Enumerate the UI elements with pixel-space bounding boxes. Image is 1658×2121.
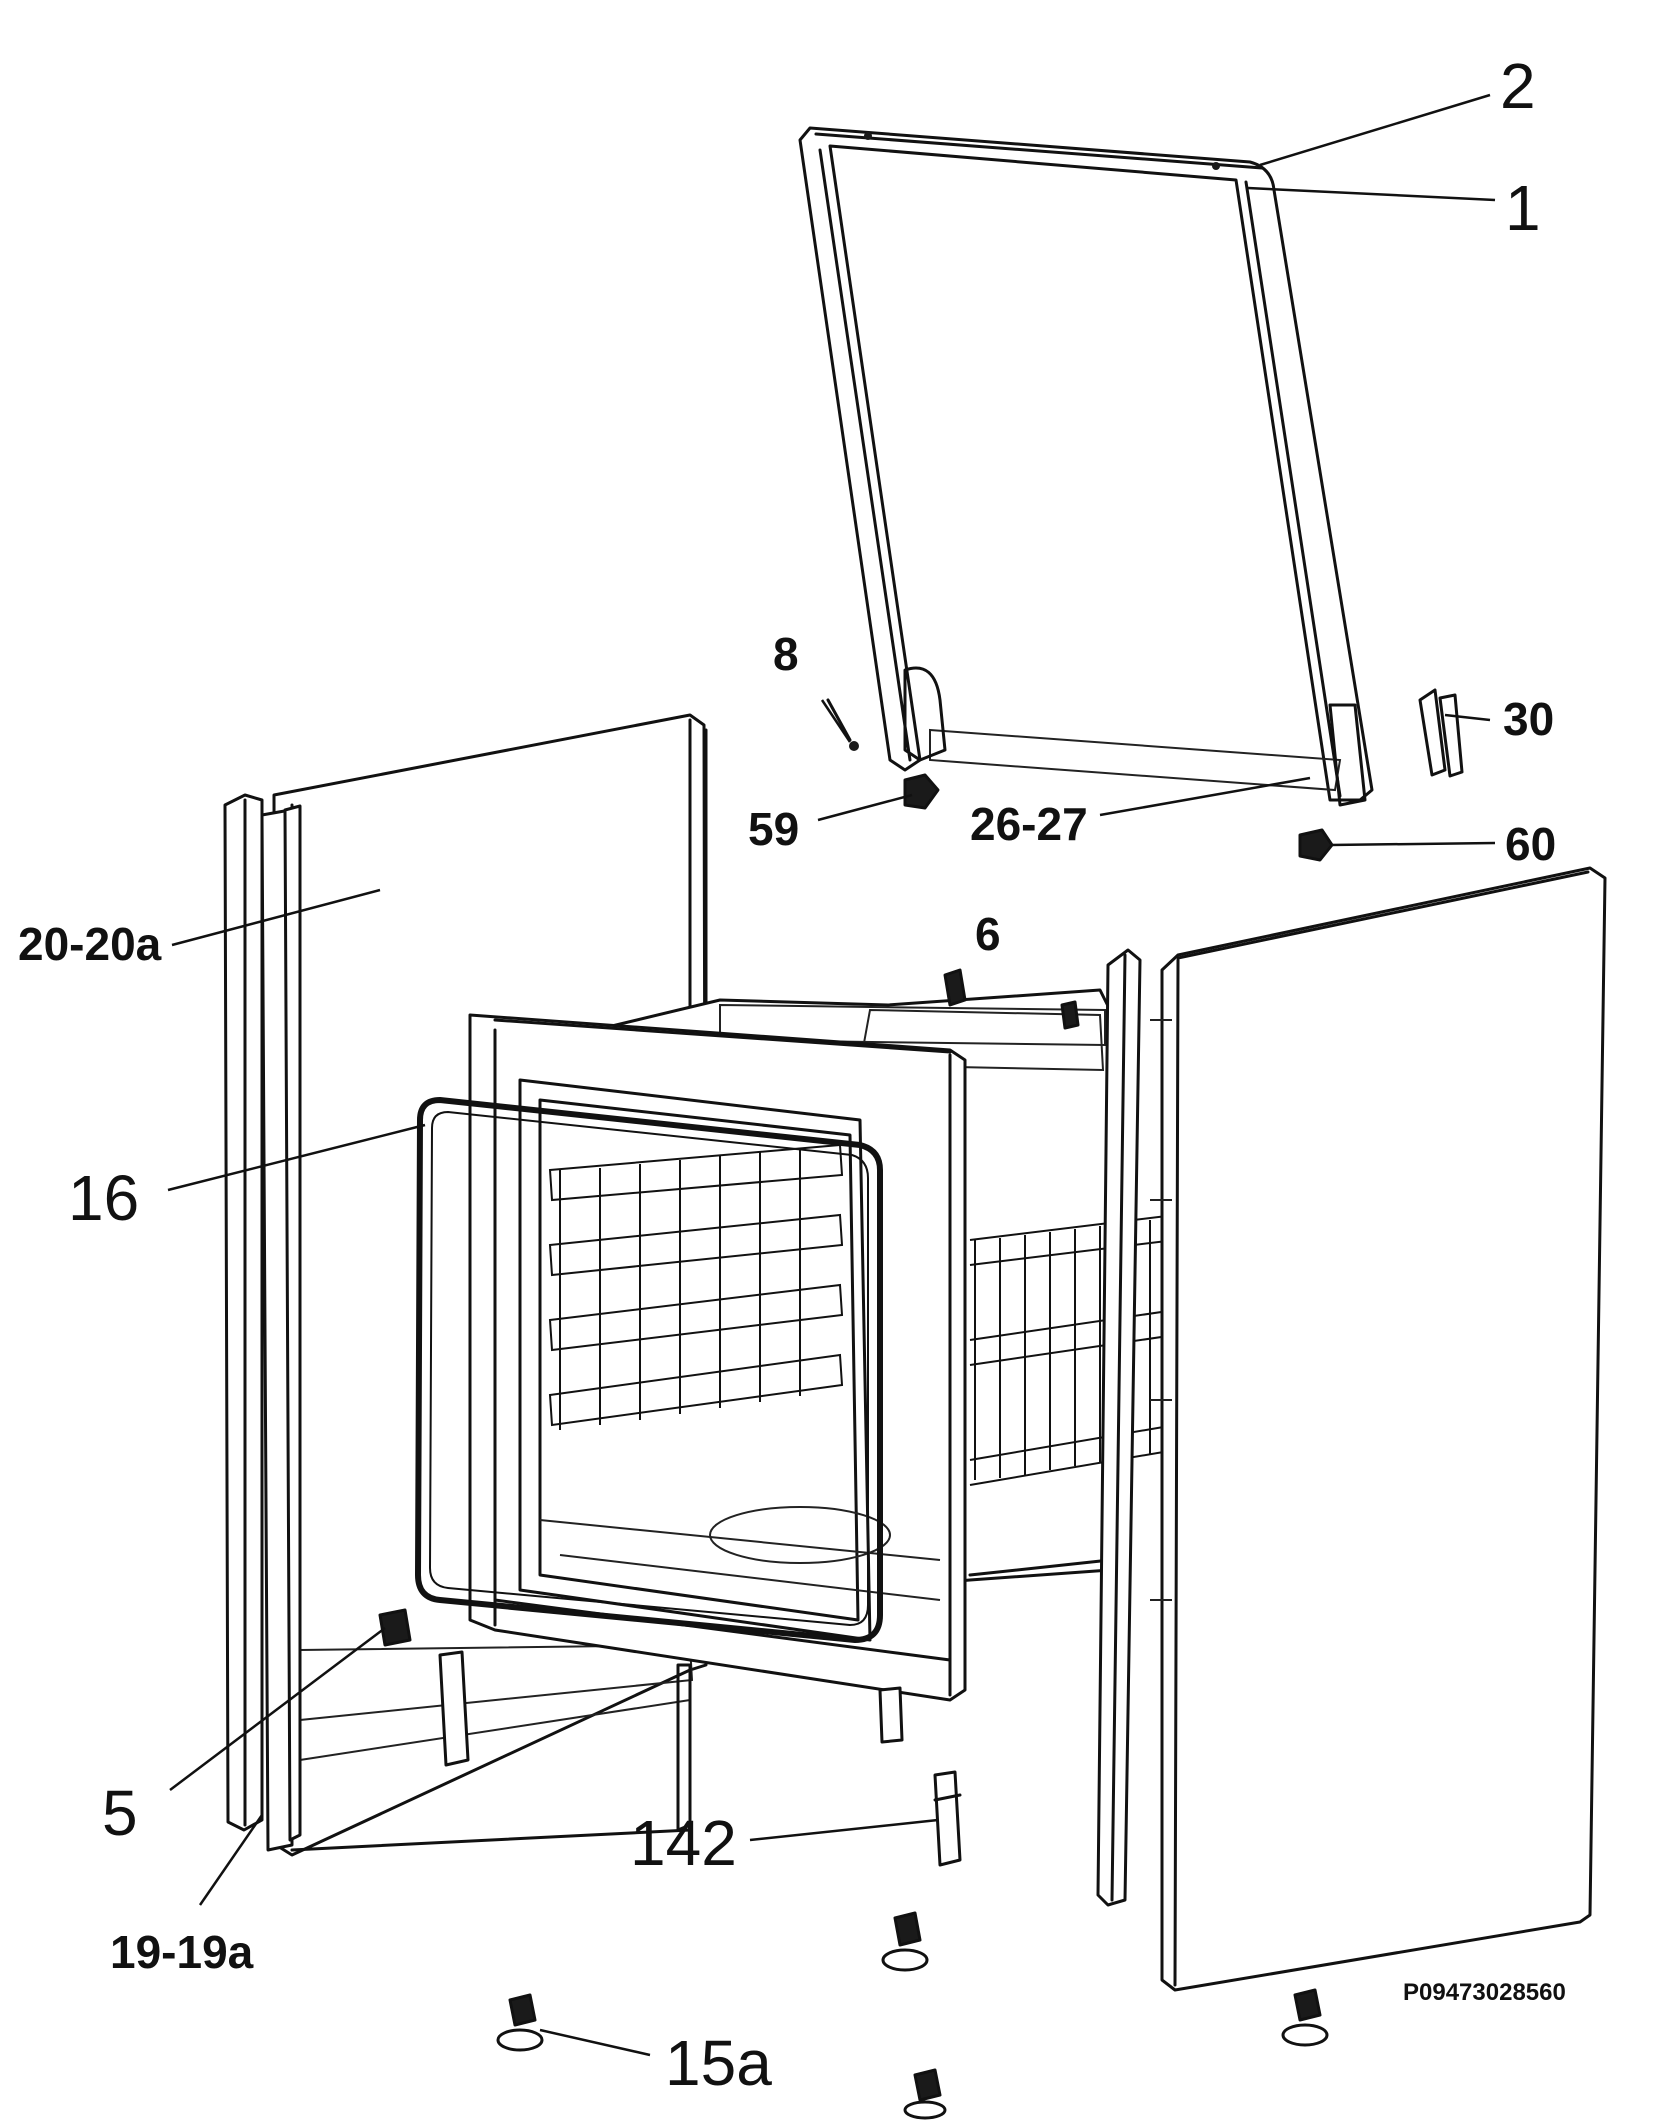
leader-2 <box>1259 93 1491 167</box>
left-corner-rail <box>223 793 302 1852</box>
foot-part-15a-4 <box>1281 1988 1329 2047</box>
hinge-part-59 <box>903 773 940 810</box>
screw-part-5 <box>378 1608 412 1647</box>
screw-top-cavity <box>1060 1000 1080 1030</box>
hinge-part-60 <box>1298 828 1334 862</box>
callout-5: 5 <box>102 1777 138 1849</box>
leader-lines <box>167 93 1496 2057</box>
foot-part-15a-3 <box>903 2068 947 2120</box>
callout-1: 1 <box>1505 172 1541 244</box>
leader-19-19a <box>198 1814 264 1906</box>
leader-8 <box>820 699 852 743</box>
callout-2: 2 <box>1500 50 1536 122</box>
foot-part-15a-1 <box>496 1993 544 2052</box>
clip-part-30 <box>1418 688 1464 778</box>
leader-26-27 <box>1099 776 1311 817</box>
leader-15a <box>539 2028 651 2057</box>
hinge-bracket-part-142 <box>933 1770 962 1867</box>
callout-20-20a: 20-20a <box>18 918 162 970</box>
screw-part-8 <box>826 698 859 751</box>
callout-6: 6 <box>975 908 1001 960</box>
callout-30: 30 <box>1503 693 1554 745</box>
leader-59 <box>817 793 913 822</box>
callout-59: 59 <box>748 803 799 855</box>
door-seal-part-16 <box>415 1097 883 1643</box>
screw-part-6 <box>943 968 967 1007</box>
leader-1 <box>1247 186 1496 202</box>
right-corner-rail <box>1096 948 1142 1907</box>
reference-code: P09473028560 <box>1403 1979 1566 2006</box>
callout-19-19a: 19-19a <box>110 1926 254 1978</box>
leader-20-20a <box>171 888 381 947</box>
callout-16: 16 <box>68 1162 139 1234</box>
callout-15a: 15a <box>665 2027 772 2099</box>
leader-60 <box>1329 841 1496 847</box>
right-side-panel <box>1150 866 1607 1992</box>
leader-5 <box>169 1627 386 1791</box>
callout-26-27: 26-27 <box>970 798 1088 850</box>
callout-142: 142 <box>630 1807 737 1879</box>
callout-60: 60 <box>1505 818 1556 870</box>
top-cover-frame <box>798 126 1374 807</box>
leader-16 <box>167 1123 426 1192</box>
oven-front-frame <box>468 1013 967 1744</box>
callout-8: 8 <box>773 628 799 680</box>
leader-142 <box>749 1818 939 1842</box>
foot-part-15a-2 <box>881 1911 929 1972</box>
leader-30 <box>1444 713 1491 722</box>
callout-labels: 2 1 8 30 59 26-27 60 20-20a 6 16 5 142 1… <box>18 50 1566 2099</box>
